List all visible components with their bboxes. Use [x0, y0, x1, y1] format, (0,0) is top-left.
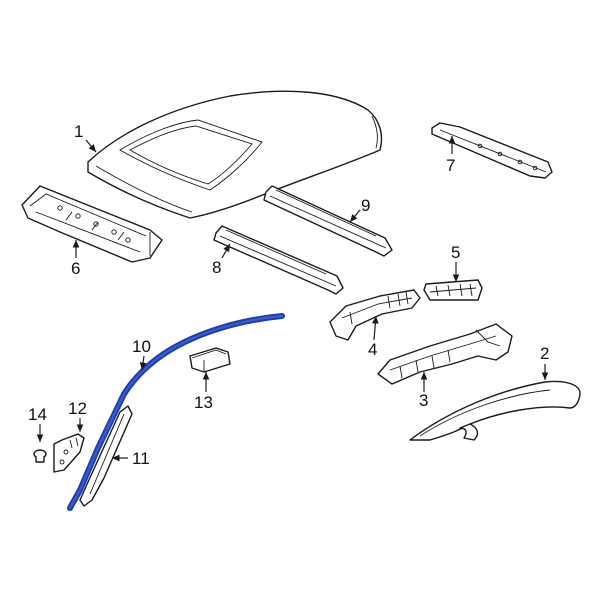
roof-rail-section-front: [329, 289, 421, 341]
roof-side-rail: [409, 380, 581, 441]
callout-3: 3: [419, 391, 428, 410]
callout-1: 1: [74, 122, 83, 141]
callout-14: 14: [28, 405, 47, 424]
callout-7: 7: [446, 156, 455, 175]
callout-9: 9: [361, 196, 370, 215]
leader-1: [85, 139, 97, 153]
roof-bow-upper: [263, 185, 393, 257]
callout-12: 12: [68, 399, 87, 418]
bracket-block: [189, 347, 231, 373]
front-header-panel: [21, 185, 163, 263]
callout-11: 11: [132, 449, 150, 468]
callout-2: 2: [540, 344, 549, 363]
callout-10: 10: [132, 337, 151, 356]
callout-5: 5: [451, 243, 460, 262]
callout-4: 4: [368, 340, 377, 359]
callout-8: 8: [212, 258, 221, 277]
side-reinforcement: [377, 323, 513, 385]
fastener: [33, 449, 47, 463]
callout-13: 13: [194, 393, 213, 412]
roof-rail-section-rear: [423, 279, 483, 301]
callout-labels: 1 2 3 4 5 6 7 8 9 10 11 12 13 14: [28, 122, 549, 468]
roof-bow-lower: [213, 225, 344, 295]
leader-4: [372, 315, 379, 341]
leader-8: [221, 243, 231, 259]
roof-panel: [87, 90, 383, 219]
callout-6: 6: [71, 259, 80, 278]
pillar-trim: [79, 405, 133, 507]
bracket: [53, 433, 85, 473]
drip-molding-highlighted: [67, 313, 285, 511]
leader-10: [139, 355, 147, 371]
leader-9: [349, 209, 361, 223]
rear-header-panel: [431, 122, 553, 179]
leader-lines: [36, 136, 549, 462]
